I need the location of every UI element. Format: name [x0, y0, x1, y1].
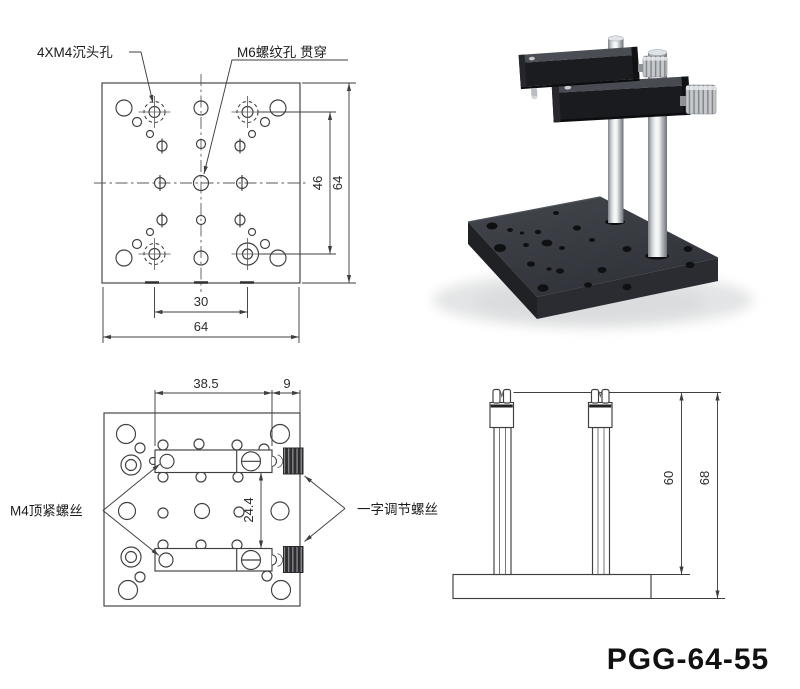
leader-threaded [203, 59, 348, 175]
leader-countersunk [129, 51, 154, 104]
leader-set-screw [102, 510, 160, 556]
dim-screw-offset: 9 [283, 376, 290, 391]
dim-inner-height: 46 [310, 176, 325, 190]
top-view-drawing: 46 64 30 64 4XM4沉头孔 M6螺纹孔 贯穿 [37, 45, 356, 343]
side-view-rod-right [587, 388, 613, 576]
dim-rod-height: 60 [661, 471, 676, 485]
set-screw-tip [531, 87, 538, 98]
screw-tip [271, 554, 278, 566]
product-photo [433, 35, 753, 328]
leader-adjust-screw [304, 475, 346, 509]
label-threaded-hole: M6螺纹孔 贯穿 [237, 45, 327, 60]
photo-adjust-knob-lower [680, 84, 717, 115]
m4-screw-hole [158, 552, 174, 568]
product-model: PGG-64-55 [607, 643, 769, 676]
dim-total-height: 68 [697, 471, 712, 485]
clamp-bar-upper [154, 447, 304, 475]
arm-hole [528, 56, 535, 61]
arm-hole [564, 85, 572, 90]
screw-tip [271, 455, 278, 468]
base-outline [452, 573, 652, 600]
side-view-drawing: 60 68 [452, 388, 725, 600]
photo-clamp-arm-upper [518, 46, 640, 100]
dim-vertical: 46 64 [258, 82, 356, 284]
label-countersunk-holes: 4XM4沉头孔 [37, 45, 113, 60]
extension-lines [513, 392, 725, 599]
dim-outer-height: 64 [330, 176, 345, 190]
dim-horizontal: 30 64 [102, 287, 300, 343]
centerlines [94, 74, 308, 292]
leader-set-screw [102, 463, 161, 511]
clamp-bar-lower [154, 546, 304, 573]
leader-adjust-screw [304, 508, 346, 542]
photo-base-plate [467, 196, 719, 319]
countersunk-hole [138, 238, 171, 270]
dim-outer-width: 64 [194, 319, 208, 334]
label-adjust-screw: 一字调节螺丝 [357, 502, 438, 517]
knurled-screw-upper [283, 447, 304, 475]
countersunk-hole [138, 96, 171, 128]
m4-screw-hole [159, 453, 175, 469]
photo-adjust-knob-upper [638, 55, 668, 78]
dim-bar-length: 38.5 [193, 376, 218, 391]
photo-base-holes [486, 211, 695, 292]
clamp-view-dims: 38.5 9 24.4 [154, 376, 301, 549]
label-set-screw: M4顶紧螺丝 [10, 504, 83, 519]
side-view-dims: 60 68 [661, 392, 720, 599]
clamp-view-drawing: 38.5 9 24.4 M4顶紧螺丝 一字调节螺丝 [10, 376, 438, 607]
dim-inner-width: 30 [194, 294, 208, 309]
knurled-screw-lower [283, 546, 304, 573]
m6-center-hole [192, 174, 210, 192]
photo-clamp-arm-lower [551, 76, 691, 123]
side-view-rod-left [489, 388, 515, 576]
dim-bar-gap: 24.4 [241, 497, 256, 522]
